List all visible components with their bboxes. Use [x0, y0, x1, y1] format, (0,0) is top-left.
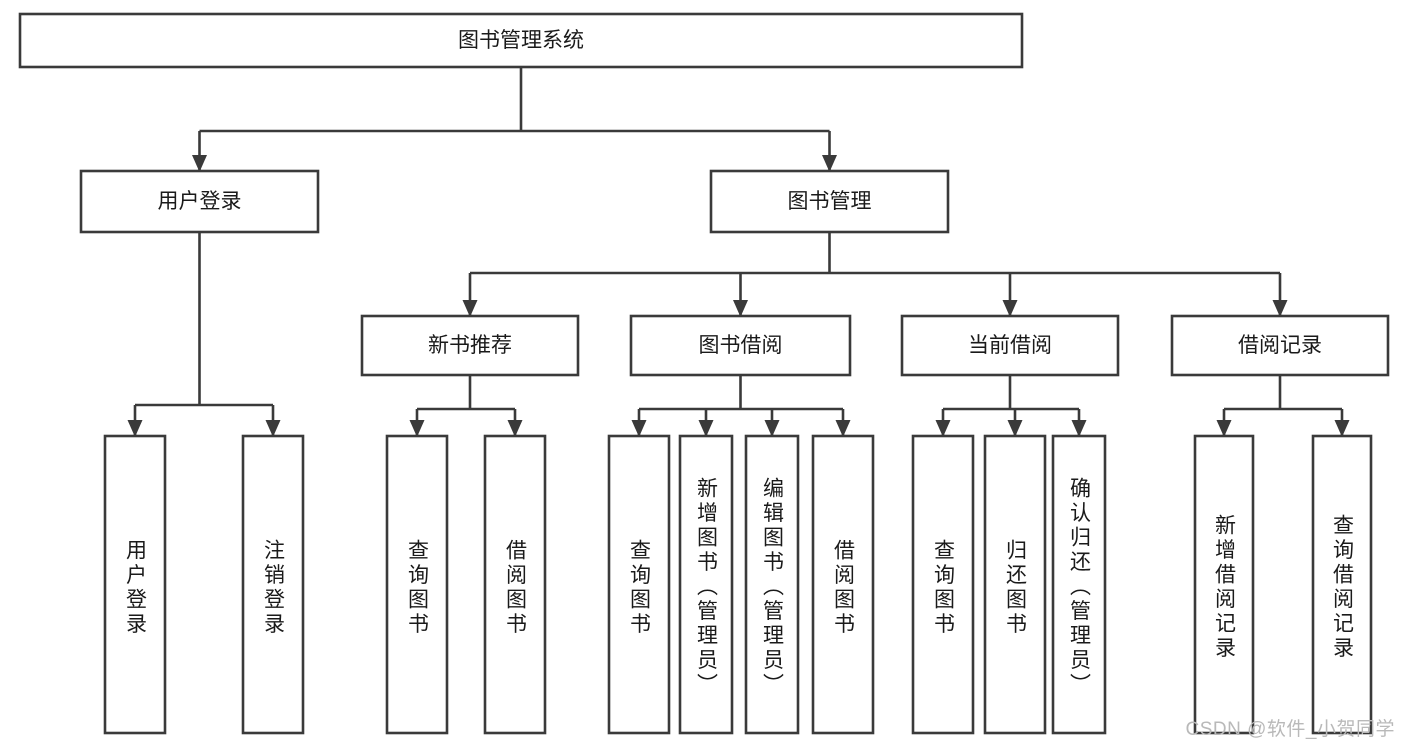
node-box-leaf-user-login[interactable] [103, 434, 167, 735]
node-box-leaf-query-book-b[interactable] [607, 434, 671, 735]
edge-arrowhead-user-login [192, 155, 207, 172]
edge-arrowhead-leaf-query-book-a [409, 420, 425, 437]
edge-arrowhead-leaf-add-record [1216, 420, 1232, 437]
edges-layer [127, 67, 1350, 437]
node-label-borrow-record: 借阅记录 [1238, 334, 1322, 357]
node-label-book-borrow: 图书借阅 [699, 334, 783, 357]
node-box-current-borrow[interactable] [900, 314, 1120, 377]
node-box-leaf-logout[interactable] [241, 434, 305, 735]
node-box-leaf-return-book[interactable] [983, 434, 1047, 735]
edge-arrowhead-leaf-edit-book [764, 420, 780, 437]
node-label-user-login: 用户登录 [158, 190, 242, 213]
edge-arrowhead-leaf-query-book-c [935, 420, 951, 437]
node-box-new-book-rec[interactable] [360, 314, 580, 377]
node-box-leaf-query-book-c[interactable] [911, 434, 975, 735]
node-box-user-login[interactable] [79, 169, 320, 234]
edge-arrowhead-borrow-record [1272, 300, 1288, 317]
edge-arrowhead-leaf-query-book-b [631, 420, 647, 437]
node-box-leaf-borrow-book-b[interactable] [811, 434, 875, 735]
node-box-book-mgmt[interactable] [709, 169, 950, 234]
boxes-layer [18, 12, 1390, 735]
edge-arrowhead-new-book-rec [462, 300, 478, 317]
edge-arrowhead-leaf-confirm-return [1071, 420, 1087, 437]
node-box-leaf-confirm-return[interactable] [1051, 434, 1107, 735]
node-box-borrow-record[interactable] [1170, 314, 1390, 377]
edge-arrowhead-leaf-return-book [1007, 420, 1023, 437]
watermark-credit: CSDN @软件_小贺同学 [1185, 719, 1395, 740]
edge-arrowhead-leaf-query-record [1334, 420, 1350, 437]
edge-arrowhead-leaf-borrow-book-a [507, 420, 523, 437]
node-label-new-book-rec: 新书推荐 [428, 334, 512, 357]
node-box-leaf-add-record[interactable] [1193, 434, 1255, 735]
node-label-book-mgmt: 图书管理 [788, 190, 872, 213]
node-label-current-borrow: 当前借阅 [968, 334, 1052, 357]
node-box-leaf-query-record[interactable] [1311, 434, 1373, 735]
edge-arrowhead-current-borrow [1002, 300, 1018, 317]
node-label-root: 图书管理系统 [458, 29, 584, 52]
edge-arrowhead-leaf-user-login [127, 420, 143, 437]
edge-arrowhead-leaf-logout [265, 420, 281, 437]
node-box-leaf-add-book[interactable] [678, 434, 734, 735]
node-box-leaf-borrow-book-a[interactable] [483, 434, 547, 735]
node-box-leaf-query-book-a[interactable] [385, 434, 449, 735]
node-box-root[interactable] [18, 12, 1024, 69]
node-box-book-borrow[interactable] [629, 314, 852, 377]
edge-arrowhead-leaf-borrow-book-b [835, 420, 851, 437]
edge-arrowhead-book-borrow [733, 300, 748, 317]
edge-arrowhead-book-mgmt [822, 155, 837, 172]
node-box-leaf-edit-book[interactable] [744, 434, 800, 735]
edge-arrowhead-leaf-add-book [698, 420, 714, 437]
